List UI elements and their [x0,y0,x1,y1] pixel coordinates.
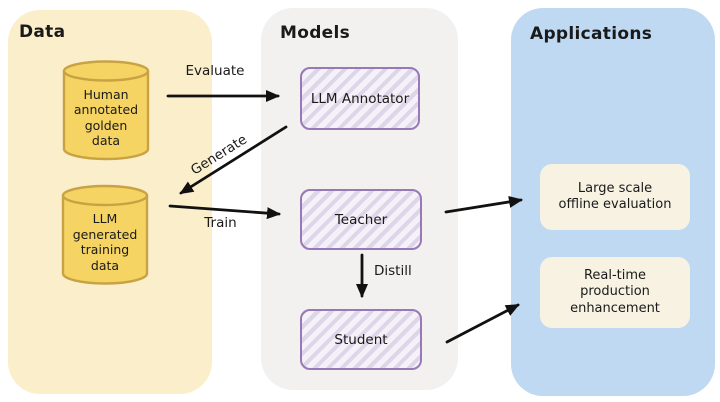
train-arrow-label: Train [204,215,237,231]
data-column-title: Data [19,22,66,42]
node-label: LLM Annotator [310,90,410,107]
node-label: Teacher [334,211,388,228]
node-label: Real-time production enhancement [570,267,660,316]
database-cylinder-icon [62,60,150,161]
node-label: LLM generated training data [72,211,138,273]
node-offline-evaluation: Large scale offline evaluation [540,164,690,230]
models-column-title: Models [280,23,351,43]
node-teacher: Teacher [300,189,422,250]
node-label: Large scale offline evaluation [558,180,672,213]
applications-column-title: Applications [530,24,653,44]
node-human-annotated-golden-data: Human annotated golden data [62,59,150,162]
node-llm-generated-training-data: LLM generated training data [61,183,149,287]
evaluate-arrow-label: Evaluate [185,63,245,79]
node-label: Human annotated golden data [73,86,139,149]
node-student: Student [300,309,422,370]
distill-arrow-label: Distill [374,263,412,279]
node-label: Student [334,331,388,348]
database-cylinder-icon [61,184,149,285]
node-llm-annotator: LLM Annotator [300,67,420,130]
node-realtime-enhancement: Real-time production enhancement [540,257,690,328]
